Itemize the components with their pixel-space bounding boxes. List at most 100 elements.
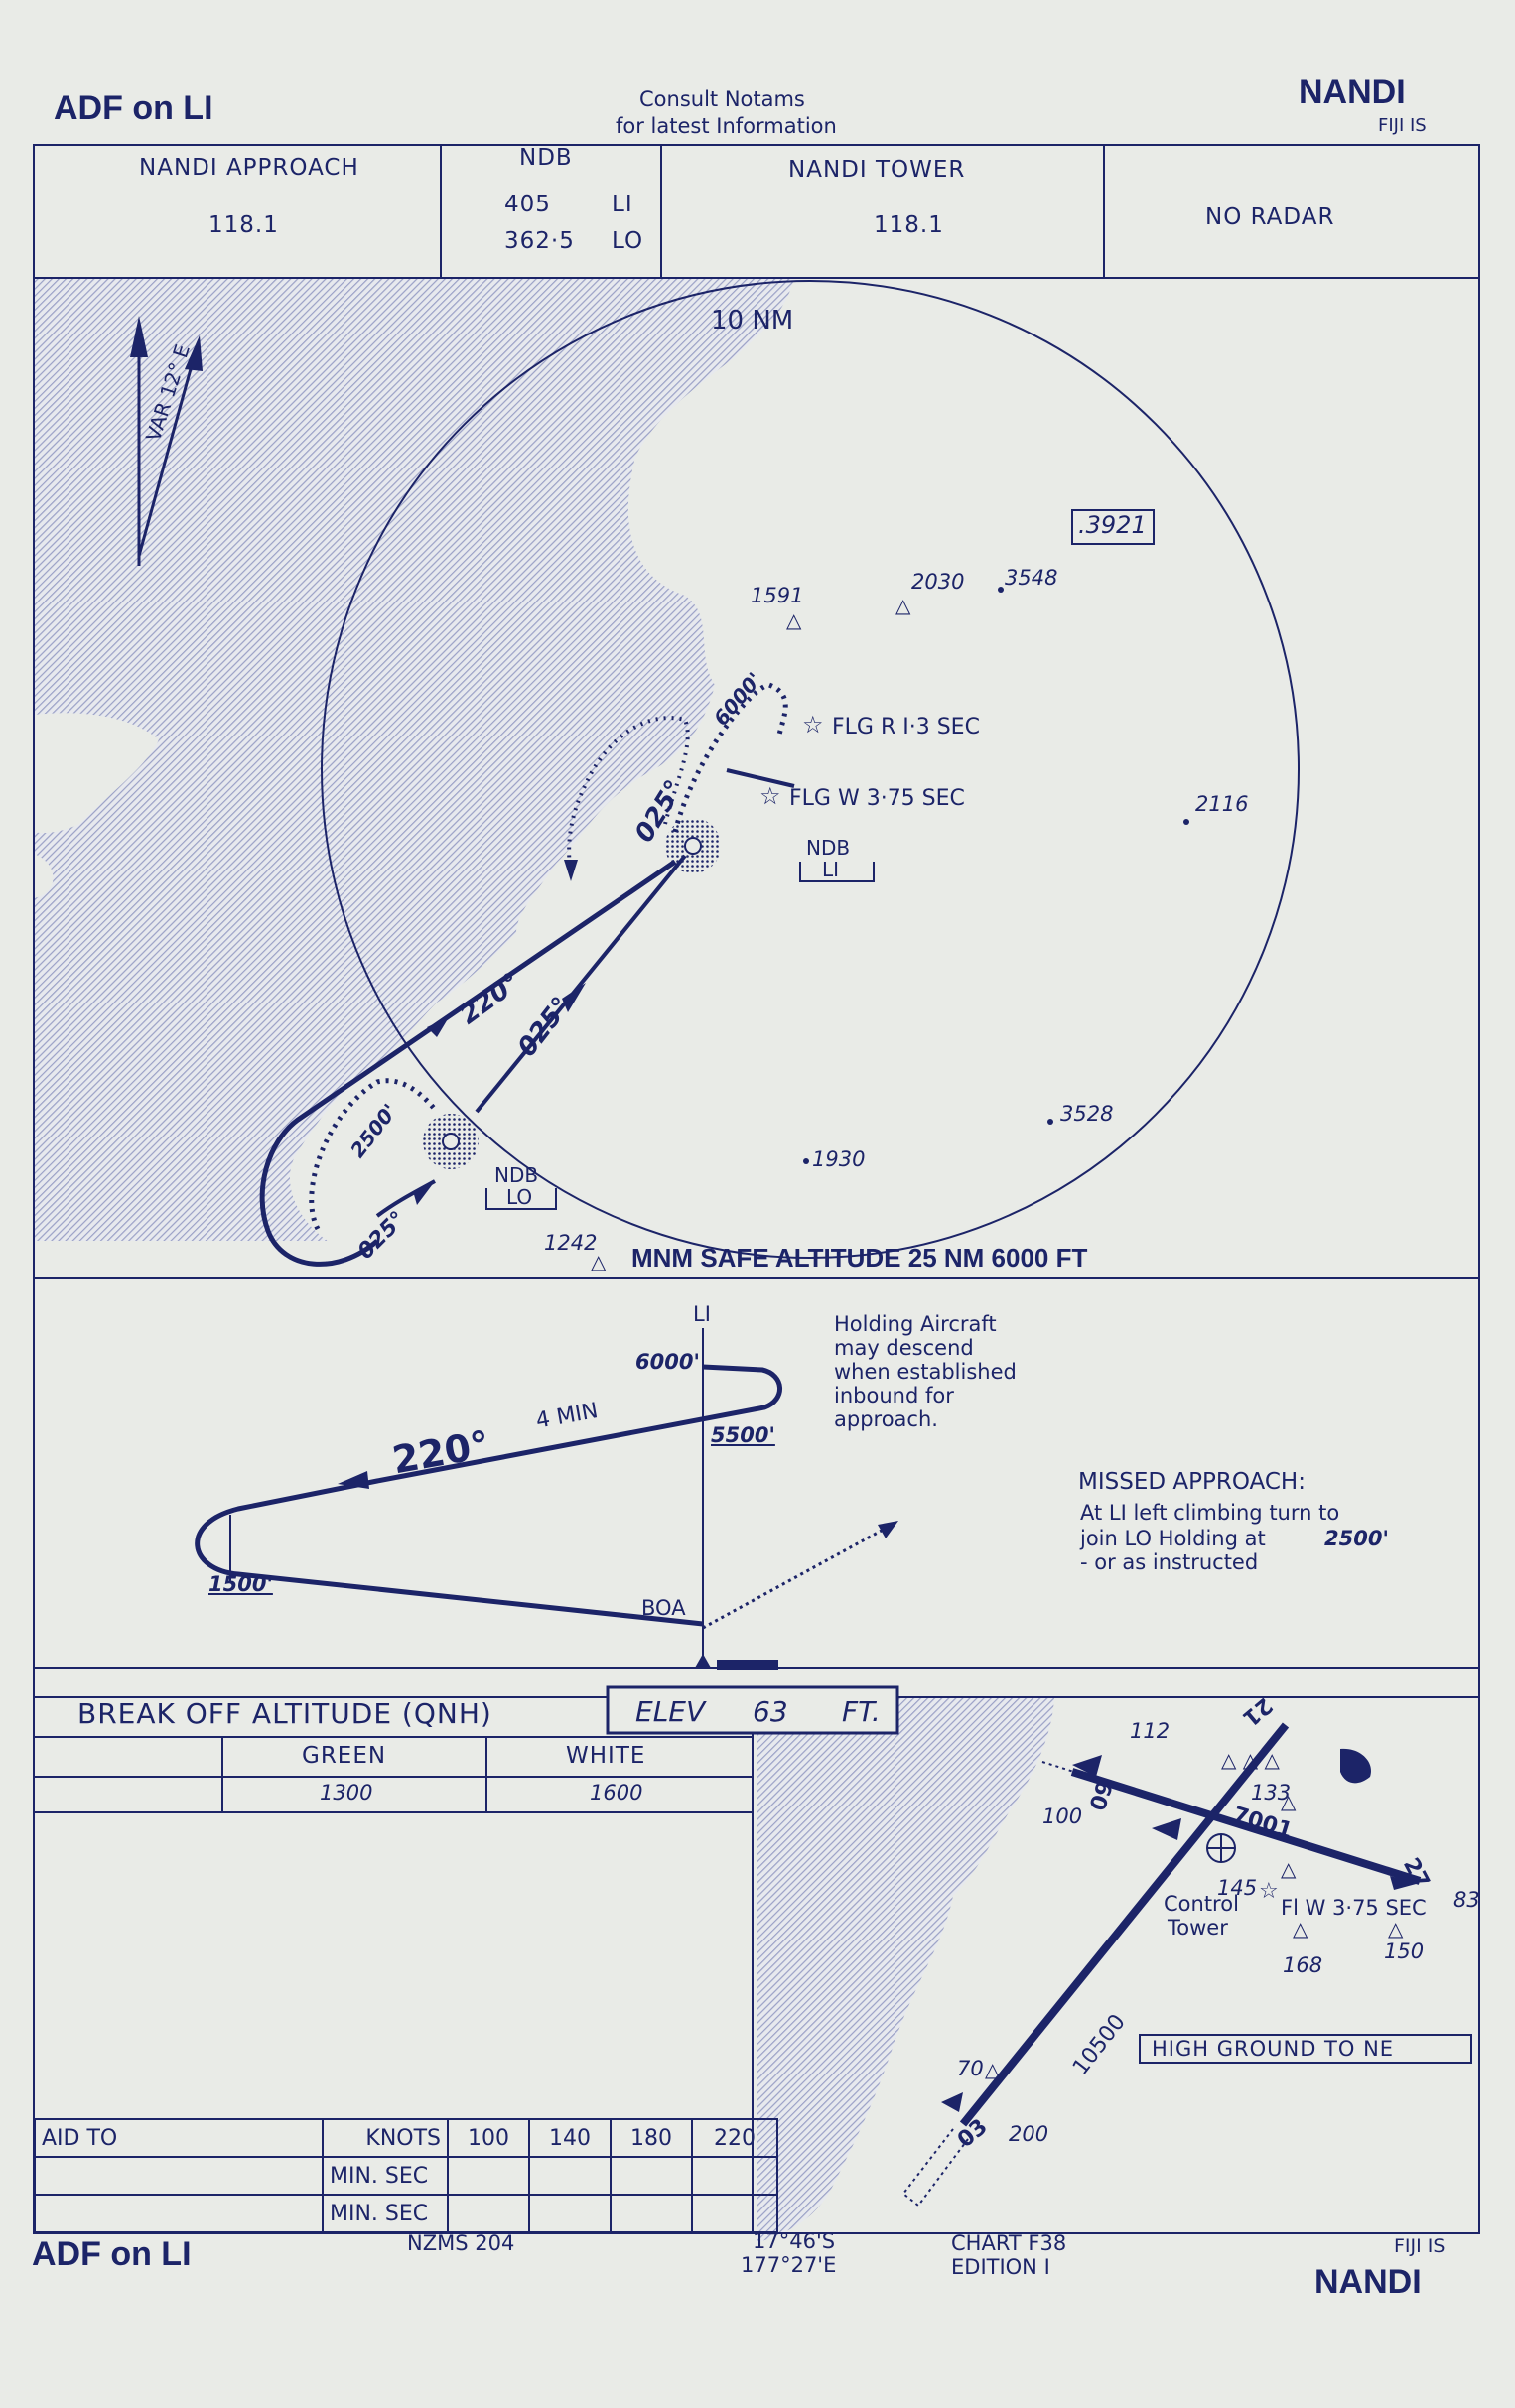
tower-freq: 118.1	[874, 212, 944, 238]
holding-note: may descend	[834, 1336, 974, 1360]
obstacle-elev: 168	[1283, 1953, 1323, 1977]
aid-label: AID TO	[34, 2118, 324, 2158]
ndb-lo-label: NDB	[494, 1163, 539, 1187]
beacon-label: Fl W 3·75 SEC	[1281, 1896, 1427, 1920]
light-r: FLG R I·3 SEC	[832, 715, 980, 739]
svg-text:△: △	[1388, 1917, 1404, 1940]
svg-text:☆: ☆	[1259, 1879, 1279, 1904]
footer-airport: NANDI	[1314, 2263, 1422, 2301]
svg-text:△: △	[1293, 1917, 1308, 1940]
light-w: FLG W 3·75 SEC	[789, 786, 965, 811]
radar-note: NO RADAR	[1205, 204, 1335, 230]
footer-title: ADF on LI	[32, 2235, 192, 2273]
svg-text:△: △	[985, 2058, 1001, 2081]
holding-note: when established	[834, 1360, 1017, 1384]
svg-text:☆: ☆	[802, 711, 824, 738]
chart-number: CHART F38	[951, 2231, 1067, 2255]
svg-text:△: △	[786, 608, 802, 632]
notams-note-2: for latest Information	[616, 114, 837, 138]
svg-text:△ △ △: △ △ △	[1221, 1748, 1280, 1772]
boxed-elev: .3921	[1078, 511, 1147, 539]
high-ground-note: HIGH GROUND TO NE	[1152, 2037, 1395, 2061]
minsec-label: MIN. SEC	[322, 2194, 449, 2233]
boa-title: BREAK OFF ALTITUDE (QNH)	[77, 1697, 492, 1730]
ndb-label: NDB	[519, 145, 573, 171]
ndb-lo-freq: 362·5	[504, 228, 575, 254]
knots-label: KNOTS	[322, 2118, 449, 2158]
obstacle-elev: 145	[1217, 1876, 1258, 1900]
missed-approach-text: join LO Holding at	[1080, 1527, 1266, 1550]
notams-note: Consult Notams	[639, 87, 805, 111]
spot-elev: 1242	[544, 1231, 598, 1255]
ndb-li-ident: LI	[822, 858, 840, 881]
missed-approach-title: MISSED APPROACH:	[1078, 1469, 1306, 1495]
control-tower-label-2: Tower	[1168, 1916, 1228, 1940]
obstacle-elev: 150	[1384, 1940, 1425, 1963]
msa-note: MNM SAFE ALTITUDE 25 NM 6000 FT	[631, 1243, 1088, 1272]
missed-approach-text: - or as instructed	[1080, 1550, 1259, 1574]
approach-freq: 118.1	[208, 212, 279, 238]
obstacle-elev: 83	[1453, 1888, 1480, 1912]
white-value: 1600	[590, 1781, 643, 1805]
speed-col: 180	[610, 2118, 693, 2158]
li-fix-label: LI	[693, 1302, 711, 1326]
runway-03-21	[959, 1722, 1290, 2127]
holding-note: inbound for	[834, 1384, 954, 1407]
ndb-li-label: NDB	[806, 836, 851, 860]
ndb-li-id: LI	[612, 192, 633, 217]
boa-label: BOA	[641, 1596, 686, 1620]
ndb-li-freq: 405	[504, 192, 551, 217]
distance-100: 100	[1042, 1805, 1083, 1828]
sea-area	[34, 278, 794, 1241]
speed-col: 140	[528, 2118, 612, 2158]
holding-note: Holding Aircraft	[834, 1312, 997, 1336]
ring-label: 10 NM	[711, 306, 794, 335]
missed-approach-path	[702, 1525, 890, 1630]
svg-text:△: △	[591, 1250, 607, 1273]
profile-path	[195, 1364, 782, 1627]
alt-5500: 5500'	[711, 1423, 775, 1447]
alt-6000: 6000'	[635, 1350, 700, 1374]
map-ref: NZMS 204	[407, 2231, 515, 2255]
spot-elev: 2116	[1195, 792, 1249, 816]
chart-title: ADF on LI	[54, 89, 213, 127]
control-tower-label: Control	[1164, 1892, 1239, 1916]
edition: EDITION I	[951, 2255, 1050, 2279]
latitude: 17°46'S	[753, 2229, 836, 2253]
speed-col: 220	[691, 2118, 778, 2158]
timing-table: AID TO KNOTS 100 140 180 220 MIN. SEC MI…	[34, 2118, 778, 2233]
green-value: 1300	[320, 1781, 373, 1805]
spot-elev: 3548	[1005, 566, 1058, 590]
svg-text:△: △	[895, 594, 911, 617]
missed-approach-alt: 2500'	[1324, 1527, 1389, 1550]
obstacle-elev: 70	[957, 2057, 984, 2080]
spot-elev: 1930	[812, 1147, 866, 1171]
obstacle-elev: 133	[1251, 1781, 1292, 1805]
holding-note: approach.	[834, 1407, 938, 1431]
spot-elev: 3528	[1060, 1102, 1114, 1126]
svg-text:☆: ☆	[759, 782, 781, 810]
longitude: 177°27'E	[741, 2253, 837, 2277]
elev-label: ELEV	[635, 1695, 706, 1728]
runway-09-27	[1070, 1768, 1422, 1885]
outbound-track	[259, 859, 677, 1267]
missed-approach-text: At LI left climbing turn to	[1080, 1501, 1340, 1525]
tower-label: NANDI TOWER	[788, 157, 966, 183]
elev-value: 63	[753, 1695, 788, 1728]
island	[34, 854, 54, 898]
approach-label: NANDI APPROACH	[139, 155, 359, 181]
svg-text:△: △	[1281, 1790, 1297, 1813]
speed-col: 100	[447, 2118, 530, 2158]
spot-elev: 1591	[751, 584, 804, 607]
footer-country: FIJI IS	[1394, 2235, 1446, 2257]
obstacle-elev: 112	[1130, 1719, 1171, 1743]
ndb-lo-id: LO	[612, 228, 644, 254]
range-ring	[321, 280, 1300, 1259]
sea-area	[757, 1697, 1054, 2243]
green-label: GREEN	[302, 1743, 387, 1769]
spot-elev: 2030	[911, 570, 965, 594]
alt-1500: 1500'	[208, 1572, 273, 1596]
airport-name: NANDI	[1299, 73, 1406, 111]
inbound-track	[475, 854, 687, 1114]
svg-text:△: △	[1281, 1857, 1297, 1881]
